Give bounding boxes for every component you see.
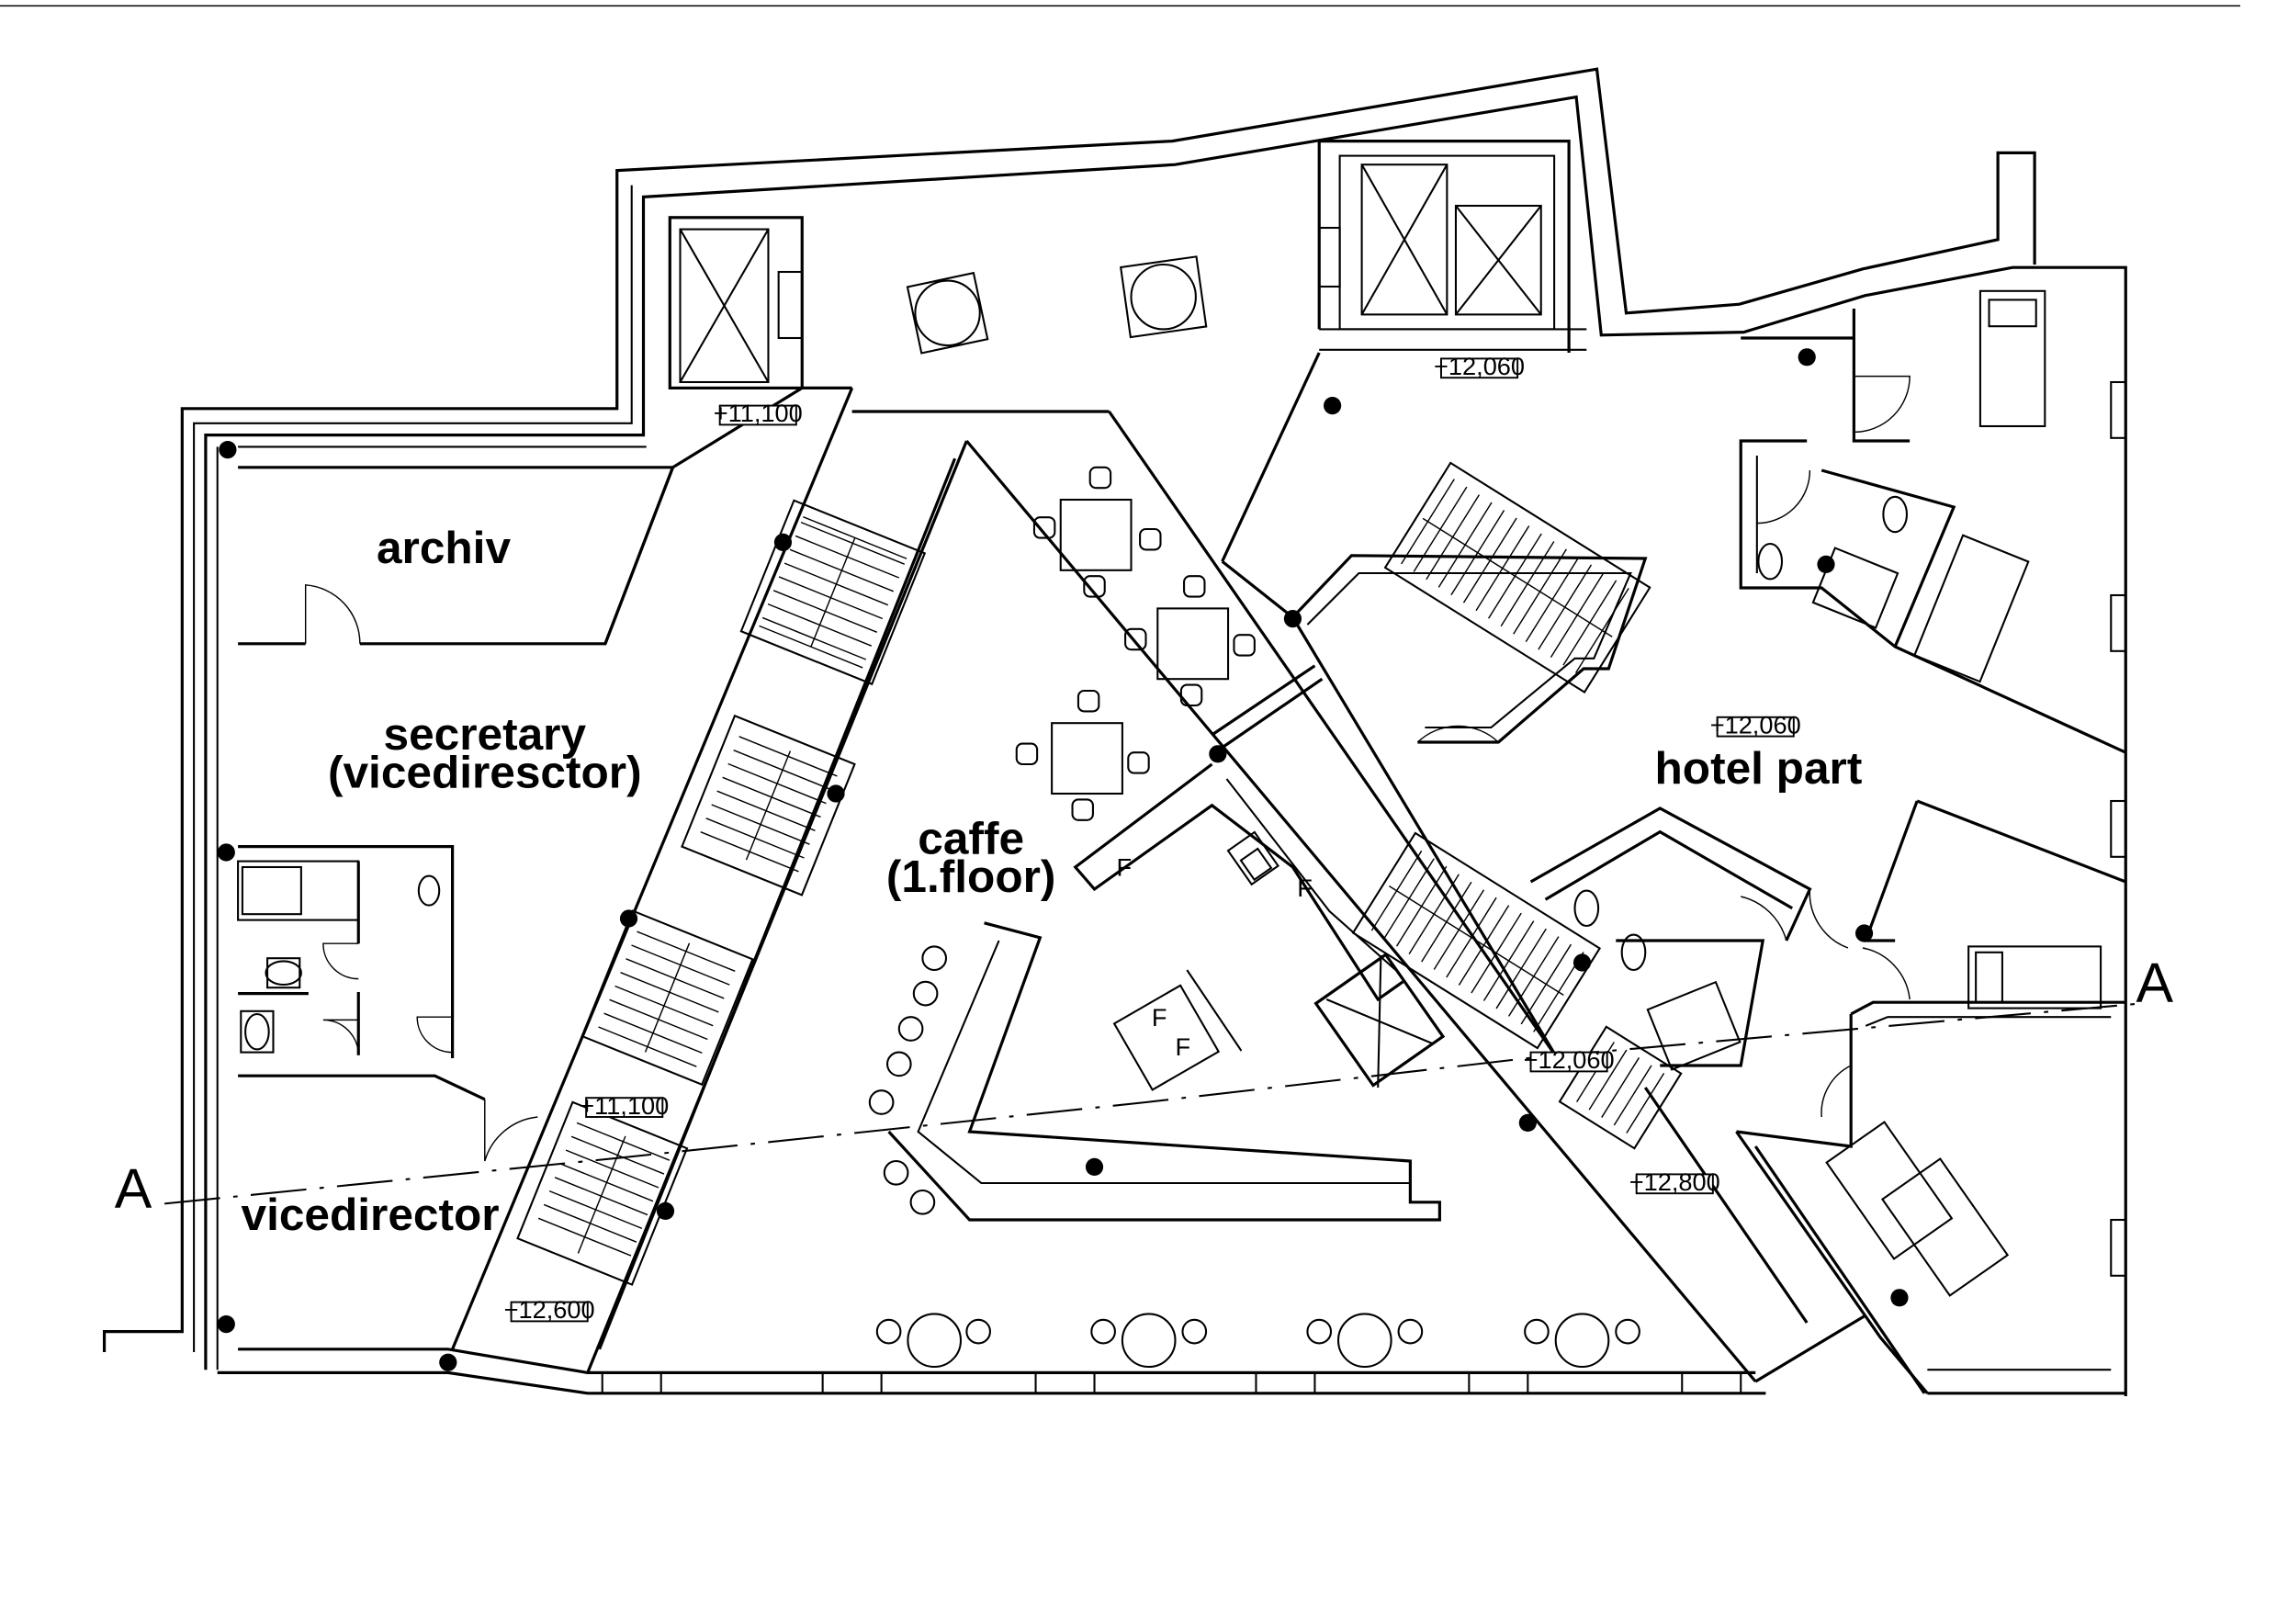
section-marker-right: A xyxy=(2136,952,2173,1014)
room-label-secretary: secretary xyxy=(384,708,587,760)
lobby-tables xyxy=(906,255,1208,355)
lift-shaft-left xyxy=(668,216,804,389)
level-mark: +12,600 xyxy=(504,1295,595,1324)
fridge-marks: F F F F xyxy=(1117,853,1313,1061)
caffe-tables xyxy=(868,466,1640,1369)
stairs xyxy=(516,461,1683,1286)
room-label-vicedirector: vicedirector xyxy=(242,1189,500,1240)
level-mark: +11,100 xyxy=(580,1091,669,1120)
svg-text:F: F xyxy=(1152,1003,1167,1032)
level-marks: +11,100 +12,060 +12,060 +11,100 +12,600 … xyxy=(504,352,1801,1324)
room-label-caffe-sub: (1.floor) xyxy=(886,851,1055,902)
room-labels: archiv secretary (vicediresctor) vicedir… xyxy=(242,522,1863,1240)
outer-walls xyxy=(102,67,2127,1396)
svg-text:F: F xyxy=(1297,874,1313,902)
level-mark: +12,800 xyxy=(1629,1167,1720,1196)
level-mark: +12,060 xyxy=(1434,352,1525,380)
lift-shaft-right xyxy=(1317,140,1587,353)
interior-walls xyxy=(237,289,2126,1394)
level-mark: +12,060 xyxy=(1710,710,1801,739)
level-mark: +12,060 xyxy=(1524,1045,1615,1074)
structural-columns xyxy=(217,348,1909,1371)
section-line-a: A A xyxy=(115,952,2174,1220)
level-mark: +11,100 xyxy=(714,399,803,427)
room-label-archiv: archiv xyxy=(377,522,511,573)
section-marker-left: A xyxy=(115,1157,152,1220)
room-label-caffe: caffe xyxy=(918,813,1024,864)
room-label-hotel: hotel part xyxy=(1655,742,1863,794)
svg-text:F: F xyxy=(1117,853,1133,882)
room-label-secretary-sub: (vicediresctor) xyxy=(328,747,642,798)
svg-text:F: F xyxy=(1175,1032,1190,1061)
